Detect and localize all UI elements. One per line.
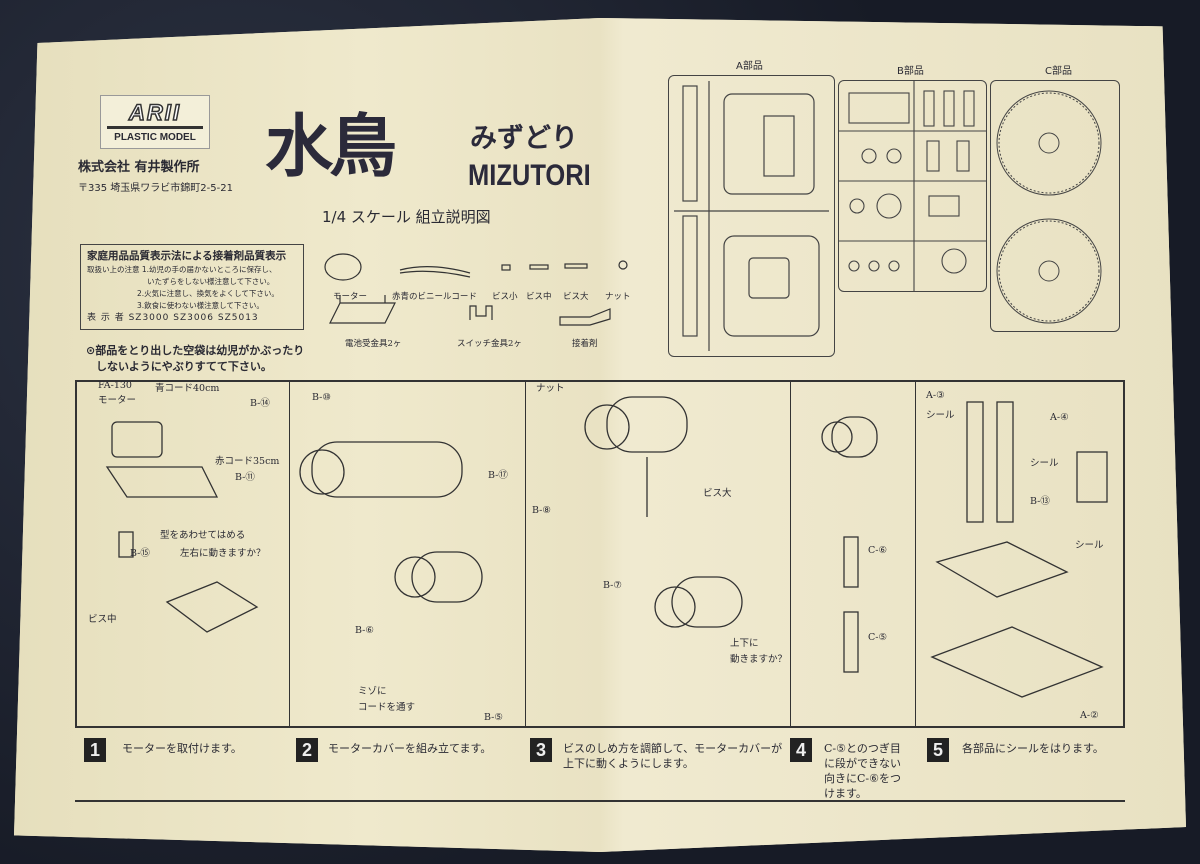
step-3-number: 3 [530, 738, 552, 762]
label: ビス中 [88, 614, 117, 625]
company-address: 〒335 埼玉県ワラビ市錦町2-5-21 [78, 183, 233, 194]
sheet-b-label: B部品 [897, 66, 924, 77]
label: B-⑩ [312, 392, 331, 403]
title-romaji: MIZUTORI [468, 159, 591, 192]
label: シール [926, 410, 955, 421]
glue-tube-icon [559, 308, 611, 326]
label: 左右に動きますか？ [180, 548, 266, 559]
label: B-⑥ [355, 625, 374, 636]
part-glue: 接着剤 [572, 339, 598, 349]
bottom-rule [75, 800, 1125, 802]
label: B-⑮ [130, 548, 150, 559]
assembly-steps-panel [75, 380, 1125, 728]
label: ナット [536, 383, 565, 394]
screw-large-icon [564, 263, 588, 269]
label: ビス大 [703, 488, 732, 499]
battery-bracket-icon [329, 295, 396, 324]
part-nut: ナット [605, 292, 631, 302]
step-1-number: 1 [84, 738, 106, 762]
label: C-⑤ [868, 632, 887, 643]
part-screw-large: ビス大 [563, 292, 589, 302]
label: モーター [98, 395, 137, 406]
step-5-text: 各部品にシールをはります。 [962, 742, 1104, 755]
step-2-text: モーターカバーを組み立てます。 [328, 742, 492, 755]
motor-icon [324, 253, 362, 281]
title-kana: みずどり [470, 123, 578, 154]
label: A-③ [926, 390, 945, 401]
label: 上下に [730, 638, 759, 649]
label: B-⑰ [488, 470, 508, 481]
base-bottom-drawing [930, 626, 1104, 698]
motor-cover-drawing [311, 441, 463, 498]
part-screw-medium: ビス中 [526, 292, 552, 302]
nut-icon [618, 260, 628, 270]
label: FA-130 [98, 380, 132, 391]
motor-drawing [111, 421, 163, 458]
sheet-c-label: C部品 [1045, 66, 1072, 77]
label: 動きますか？ [730, 654, 788, 665]
part-screw-small: ビス小 [492, 292, 518, 302]
title-kanji: 水鳥 [265, 108, 397, 187]
arii-logo: ARII PLASTIC MODEL [100, 95, 210, 149]
part-motor: モーター [333, 292, 368, 302]
parts-illustrations [324, 253, 628, 326]
label: B-⑤ [484, 712, 503, 723]
step-5-number: 5 [927, 738, 949, 762]
screw-medium-icon [529, 264, 549, 270]
cord-icon [399, 266, 471, 278]
company-name: 株式会社 有井製作所 [78, 160, 200, 175]
label: コードを通す [358, 702, 416, 713]
label: 型をあわせてはめる [160, 530, 246, 541]
base-top-drawing [935, 541, 1069, 598]
label: B-⑬ [1030, 496, 1050, 507]
label: A-④ [1050, 412, 1069, 423]
label: ミゾに [358, 686, 387, 697]
bag-warning: ⊙部品をとり出した空袋は幼児がかぶったり しないようにやぶりすてて下さい。 [86, 344, 305, 373]
label: 青コード40cm [155, 383, 220, 394]
label: C-⑥ [868, 545, 887, 556]
step-1-text: モーターを取付けます。 [122, 742, 242, 755]
screw-small-icon [501, 264, 511, 271]
part-cord: 赤青のビニールコード [392, 292, 477, 302]
label: 赤コード35cm [215, 456, 280, 467]
part-switch-bracket: スイッチ金具2ヶ [457, 339, 522, 349]
step-2-number: 2 [296, 738, 318, 762]
label: A-② [1080, 710, 1099, 721]
subtitle: 1/4 スケール 組立説明図 [322, 208, 491, 226]
label: シール [1075, 540, 1104, 551]
step-4-text: C-⑤とのつぎ目に段ができない向きにC-⑥をつけます。 [824, 742, 901, 800]
sprue-a [668, 75, 835, 357]
switch-bracket-icon [469, 305, 493, 320]
sprue-c [990, 80, 1120, 332]
label: B-⑧ [532, 505, 551, 516]
label: B-⑭ [250, 398, 270, 409]
label: シール [1030, 458, 1059, 469]
part-battery-bracket: 電池受金具2ヶ [345, 339, 402, 349]
step-4-number: 4 [790, 738, 812, 762]
sprue-b [838, 80, 987, 292]
assembly-illustrations [105, 396, 1108, 698]
quality-label-box: 家庭用品品質表示法による接着剤品質表示 取扱い上の注意 1.幼児の手の届かないと… [80, 244, 304, 330]
step-3-text: ビスのしめ方を調節して、モーターカバーが上下に動くようにします。 [563, 742, 783, 770]
sheet-a-label: A部品 [736, 61, 763, 72]
label: B-⑪ [235, 472, 255, 483]
label: B-⑦ [603, 580, 622, 591]
